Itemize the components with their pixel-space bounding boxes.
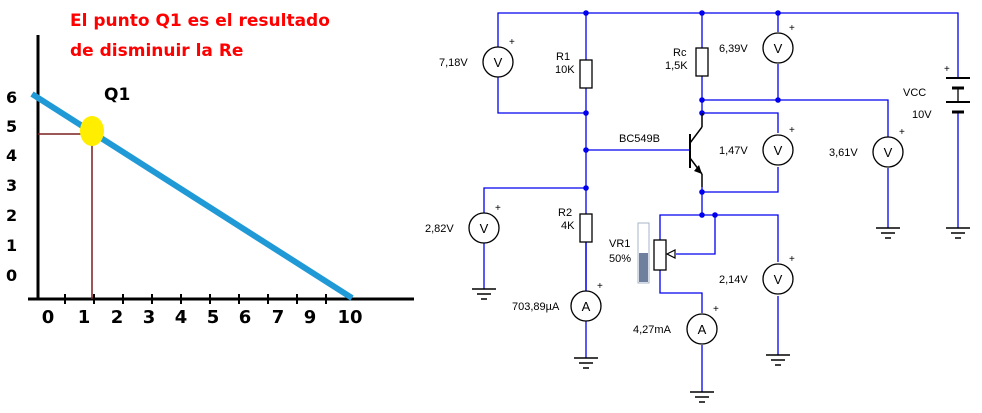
plus-sign: + [789, 125, 795, 136]
rc-resistor [695, 47, 709, 77]
vr1-name: VR1 [609, 238, 630, 250]
load-line [30, 91, 354, 301]
graph-caption-line1: El punto Q1 es el resultado [70, 11, 330, 31]
ammeter-1: A + 703,89µA [512, 281, 603, 322]
voltmeter-symbol: V [480, 221, 489, 236]
rc-name: Rc [673, 47, 687, 59]
plus-sign: + [495, 203, 501, 214]
voltmeter-1-reading: 7,18V [439, 57, 468, 69]
ammeter-symbol: A [698, 322, 707, 337]
x-tick-label: 6 [239, 307, 252, 328]
plus-sign: + [509, 37, 515, 48]
circuit-schematic: R1 10K Rc 1,5K R2 4K BC549B VR1 50% [425, 10, 970, 403]
y-tick-label: 3 [6, 176, 17, 195]
vr1-potentiometer [653, 239, 667, 271]
x-tick-label: 4 [175, 307, 188, 328]
voltmeter-4: V + 3,61V [829, 127, 905, 168]
plus-sign: + [597, 281, 603, 292]
vr1-slider-fill [639, 253, 648, 282]
x-tick-label: 9 [304, 307, 317, 328]
voltmeter-2: V + 6,39V [719, 23, 795, 64]
x-tick-label: 0 [42, 307, 55, 328]
plus-sign: + [713, 304, 719, 315]
r2-value: 4K [561, 220, 575, 232]
plus-sign: + [899, 127, 905, 138]
voltmeter-symbol: V [494, 55, 503, 70]
x-tick-label: 2 [111, 307, 124, 328]
ammeter-2-reading: 4,27mA [633, 324, 672, 336]
battery-plus: + [944, 64, 950, 75]
ammeter-2: A + 4,27mA [633, 304, 719, 345]
transistor-symbol [689, 113, 703, 187]
r1-name: R1 [556, 51, 570, 63]
ammeter-symbol: A [582, 299, 591, 314]
rc-value: 1,5K [665, 60, 688, 72]
load-line-graph: El punto Q1 es el resultado de disminuir… [6, 11, 414, 328]
y-tick-label: 4 [6, 146, 17, 165]
y-tick-label: 0 [6, 266, 17, 285]
plus-sign: + [789, 254, 795, 265]
voltmeter-symbol: V [774, 143, 783, 158]
y-tick-label: 5 [6, 117, 17, 136]
r1-value: 10K [555, 64, 575, 76]
y-tick-label: 2 [6, 206, 17, 225]
voltmeter-symbol: V [884, 145, 893, 160]
x-tick-label: 1 [78, 307, 91, 328]
voltmeter-3-reading: 1,47V [719, 145, 748, 157]
voltmeter-symbol: V [774, 272, 783, 287]
graph-caption-line2: de disminuir la Re [70, 41, 243, 61]
y-tick-label: 6 [6, 88, 17, 107]
vr1-value: 50% [609, 253, 631, 265]
vcc-battery [946, 77, 970, 114]
vcc-name: VCC [903, 87, 926, 99]
transistor-name: BC549B [619, 133, 660, 145]
voltmeter-1: V + 7,18V [439, 37, 515, 78]
x-tick-label: 7 [272, 307, 285, 328]
x-tick-label: 5 [207, 307, 220, 328]
vr1-wiper-arrow [665, 249, 676, 259]
ammeter-1-reading: 703,89µA [512, 301, 560, 313]
voltmeter-5-reading: 2,82V [425, 223, 454, 235]
voltmeter-3: V + 1,47V [719, 125, 795, 166]
r2-name: R2 [558, 207, 572, 219]
voltmeter-6-reading: 2,14V [719, 274, 748, 286]
voltmeter-6: V + 2,14V [719, 254, 795, 295]
voltmeter-5: V + 2,82V [425, 203, 501, 244]
vcc-value: 10V [912, 109, 932, 121]
plus-sign: + [789, 23, 795, 34]
r1-resistor [579, 59, 593, 89]
voltmeter-2-reading: 6,39V [719, 43, 748, 55]
ground-symbols [472, 227, 970, 403]
voltmeter-symbol: V [774, 41, 783, 56]
x-tick-label: 3 [143, 307, 156, 328]
y-tick-label: 1 [6, 236, 17, 255]
r2-resistor [579, 213, 593, 243]
q-point-marker [80, 116, 104, 146]
voltmeter-4-reading: 3,61V [829, 147, 858, 159]
junction-dots [583, 10, 781, 218]
x-tick-label: 10 [337, 307, 362, 328]
x-tick-marks [64, 294, 327, 304]
q-point-label: Q1 [104, 85, 130, 105]
